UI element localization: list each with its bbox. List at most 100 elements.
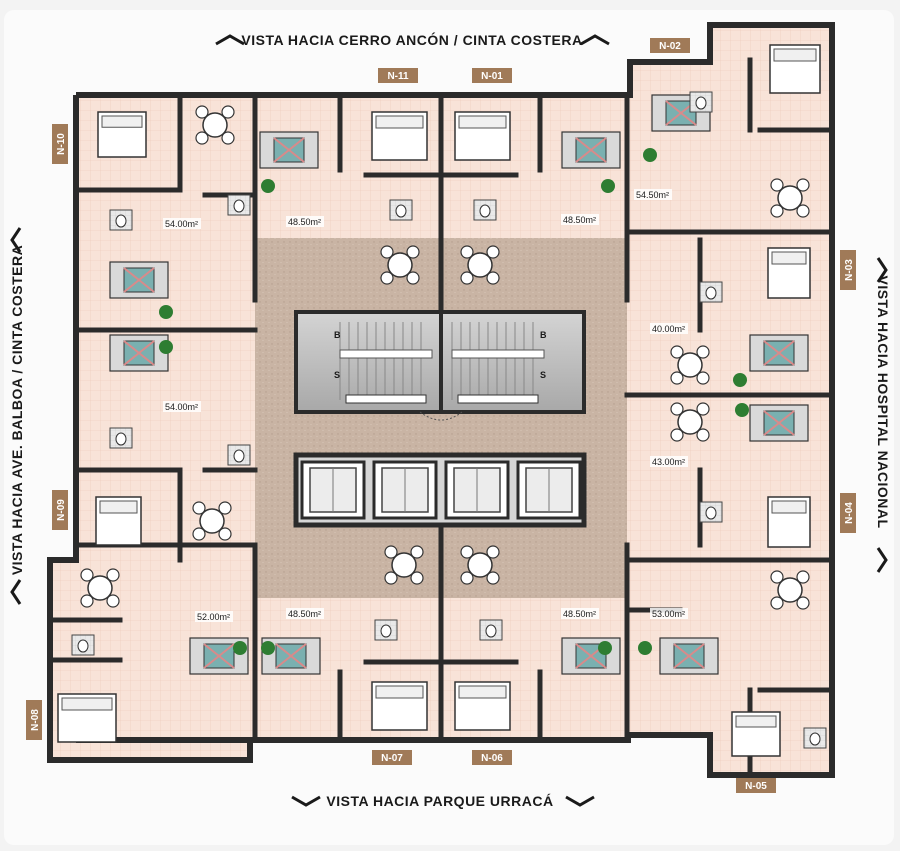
- unit-area-label: 54.00m²: [165, 402, 198, 412]
- unit-area: 48.50m²: [286, 608, 324, 619]
- unit-tag-label: N-11: [387, 71, 409, 82]
- unit-area: 48.50m²: [286, 216, 324, 227]
- toilet-icon: [473, 199, 497, 221]
- sofa-icon: [561, 131, 621, 169]
- unit-tag-label: N-04: [844, 502, 855, 524]
- dining-table-icon: [670, 345, 710, 385]
- unit-area-label: 52.00m²: [197, 612, 230, 622]
- unit-tag-label: N-01: [481, 71, 503, 82]
- plant-icon: [733, 373, 747, 387]
- chevron-arrow-icon: [876, 257, 888, 283]
- unit-area: 53.00m²: [650, 608, 688, 619]
- unit-tag-label: N-08: [30, 709, 41, 731]
- toilet-icon: [374, 619, 398, 641]
- unit-area-label: 48.50m²: [563, 215, 596, 225]
- plant-icon: [159, 340, 173, 354]
- unit-tag-label: N-10: [56, 133, 67, 155]
- toilet-icon: [699, 501, 723, 523]
- dining-table-icon: [192, 501, 232, 541]
- unit-tag: N-08: [26, 700, 42, 740]
- view-labels: VISTA HACIA CERRO ANCÓN / CINTA COSTERA …: [9, 31, 891, 809]
- dining-table-icon: [380, 245, 420, 285]
- dining-table-icon: [195, 105, 235, 145]
- unit-tag-label: N-09: [56, 499, 67, 521]
- unit-area-label: 54.00m²: [165, 219, 198, 229]
- sofa-icon: [659, 637, 719, 675]
- unit-area-label: 48.50m²: [288, 217, 321, 227]
- toilet-icon: [689, 91, 713, 113]
- chevron-arrow-icon: [580, 34, 610, 46]
- unit-area: 54.50m²: [634, 189, 672, 200]
- toilet-icon: [803, 727, 827, 749]
- plant-icon: [638, 641, 652, 655]
- dining-table-icon: [770, 178, 810, 218]
- dining-table-icon: [670, 402, 710, 442]
- unit-tag: N-11: [378, 68, 418, 83]
- toilet-icon: [71, 634, 95, 656]
- toilet-icon: [109, 427, 133, 449]
- bed-icon: [371, 681, 428, 731]
- view-label-left: VISTA HACIA AVE. BALBOA / CINTA COSTERA: [9, 245, 25, 575]
- plant-icon: [261, 179, 275, 193]
- bed-icon: [767, 247, 811, 299]
- stair-up-label-right: B: [540, 330, 547, 340]
- stair-up-label-left: B: [334, 330, 341, 340]
- sofa-icon: [109, 334, 169, 372]
- unit-area-label: 54.50m²: [636, 190, 669, 200]
- unit-area-label: 43.00m²: [652, 457, 685, 467]
- stair-down-label-right: S: [540, 370, 546, 380]
- toilet-icon: [109, 209, 133, 231]
- bed-icon: [95, 496, 142, 546]
- elevator-icon: [444, 460, 510, 520]
- unit-tag: N-10: [52, 124, 68, 164]
- unit-area: 54.00m²: [163, 401, 201, 412]
- toilet-icon: [699, 281, 723, 303]
- unit-tag: N-03: [840, 250, 856, 290]
- plant-icon: [735, 403, 749, 417]
- bed-icon: [371, 111, 428, 161]
- plant-icon: [601, 179, 615, 193]
- unit-areas: 48.50m² 48.50m² 54.50m² 40.00m² 43.00m² 53.00…: [163, 189, 688, 622]
- toilet-icon: [227, 194, 251, 216]
- unit-tag-label: N-06: [481, 753, 503, 764]
- unit-area: 54.00m²: [163, 218, 201, 229]
- view-label-right: VISTA HACIA HOSPITAL NACIONAL: [875, 275, 891, 528]
- bed-icon: [454, 111, 511, 161]
- stair-down-label-left: S: [334, 370, 340, 380]
- chevron-arrow-icon: [10, 579, 22, 605]
- bed-icon: [97, 111, 147, 158]
- plant-icon: [233, 641, 247, 655]
- unit-area: 48.50m²: [561, 608, 599, 619]
- dining-table-icon: [80, 568, 120, 608]
- unit-tag-label: N-03: [844, 259, 855, 281]
- unit-area-label: 40.00m²: [652, 324, 685, 334]
- stair-core: B S B S: [294, 310, 586, 421]
- dining-table-icon: [384, 545, 424, 585]
- sofa-icon: [749, 404, 809, 442]
- elevator-icon: [372, 460, 438, 520]
- dining-table-icon: [770, 570, 810, 610]
- staircase-icon: [339, 322, 539, 421]
- elevator-icon: [516, 460, 582, 520]
- unit-tag-label: N-07: [381, 753, 403, 764]
- furniture-layer: [57, 44, 827, 757]
- elevator-icon: [300, 460, 366, 520]
- bed-icon: [454, 681, 511, 731]
- unit-area: 48.50m²: [561, 214, 599, 225]
- plant-icon: [598, 641, 612, 655]
- unit-tag: N-01: [472, 68, 512, 83]
- toilet-icon: [227, 444, 251, 466]
- toilet-icon: [479, 619, 503, 641]
- chevron-arrow-icon: [215, 34, 245, 46]
- sofa-icon: [749, 334, 809, 372]
- elevator-core: [293, 452, 587, 528]
- dining-table-icon: [460, 245, 500, 285]
- unit-tag: N-02: [650, 38, 690, 53]
- plant-icon: [159, 305, 173, 319]
- bed-icon: [767, 496, 811, 548]
- bed-icon: [731, 711, 781, 757]
- unit-tag: N-09: [52, 490, 68, 530]
- bed-icon: [769, 44, 821, 94]
